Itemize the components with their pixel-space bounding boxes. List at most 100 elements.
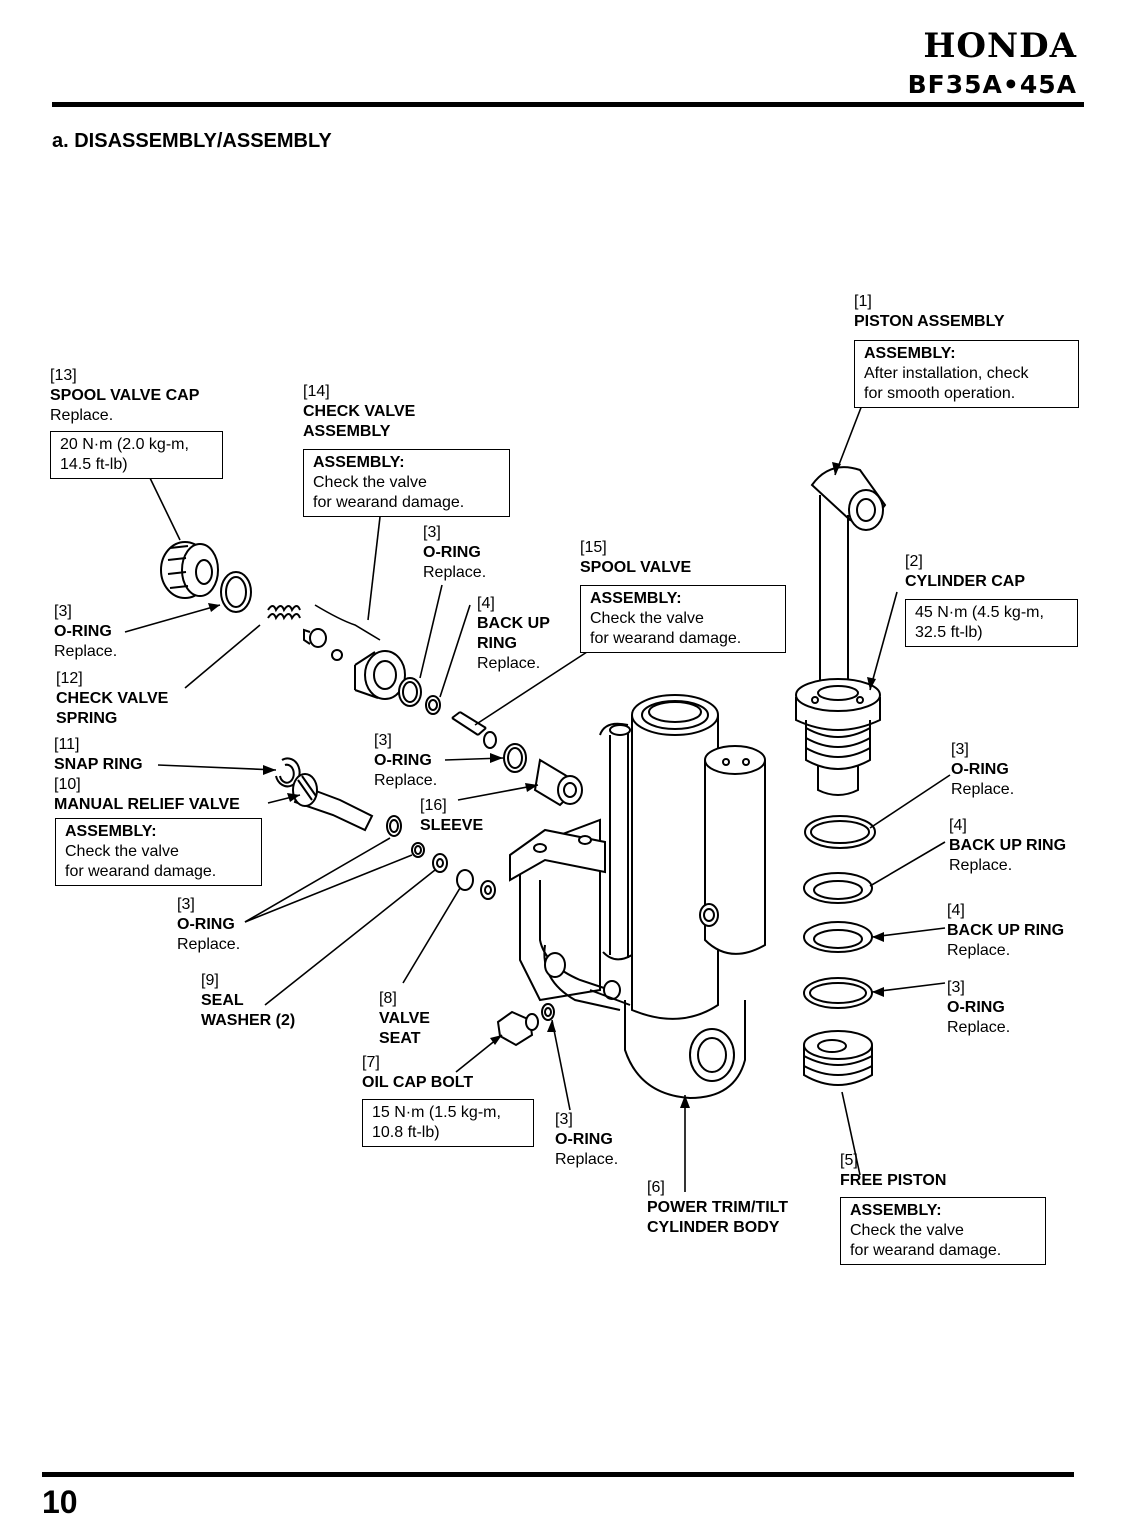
callout-number: [4] bbox=[477, 595, 495, 612]
part-name: WASHER (2) bbox=[201, 1012, 296, 1029]
note-box-piston-assembly: ASSEMBLY: After installation, check for … bbox=[854, 340, 1079, 408]
callout-number: [12] bbox=[56, 670, 83, 687]
torque-box-oil-cap-bolt: 15 N·m (1.5 kg-m, 10.8 ft-lb) bbox=[362, 1099, 534, 1147]
part-name: SPOOL VALVE CAP bbox=[50, 387, 200, 404]
part-name: CYLINDER CAP bbox=[905, 573, 1026, 590]
callout-number: [8] bbox=[379, 990, 397, 1007]
callout-number: [3] bbox=[947, 979, 965, 996]
footer-rule bbox=[42, 1472, 1074, 1477]
replace-note: Replace. bbox=[555, 1151, 619, 1168]
note-line: for wearand damage. bbox=[313, 494, 465, 511]
label-cylinder-body: [6] POWER TRIM/TILT CYLINDER BODY bbox=[647, 1178, 788, 1238]
note-heading: ASSEMBLY: bbox=[850, 1202, 942, 1219]
replace-note: Replace. bbox=[423, 564, 487, 581]
callout-number: [3] bbox=[177, 896, 195, 913]
part-name: OIL CAP BOLT bbox=[362, 1074, 474, 1091]
replace-note: Replace. bbox=[54, 643, 118, 660]
label-valve-seat: [8] VALVE SEAT bbox=[379, 989, 430, 1049]
part-name: POWER TRIM/TILT bbox=[647, 1199, 789, 1216]
note-line: for wearand damage. bbox=[590, 630, 742, 647]
callout-number: [3] bbox=[555, 1111, 573, 1128]
callout-number: [9] bbox=[201, 972, 219, 989]
part-name: SEAL bbox=[201, 992, 244, 1009]
right-ring-stack bbox=[803, 815, 876, 1086]
replace-note: Replace. bbox=[477, 655, 541, 672]
label-back-up-ring-right-1: [4] BACK UP RING Replace. bbox=[949, 816, 1066, 876]
label-spool-valve: [15] SPOOL VALVE bbox=[580, 538, 691, 578]
part-name: O-RING bbox=[374, 752, 432, 769]
torque-line: 10.8 ft-lb) bbox=[372, 1124, 440, 1141]
part-name: O-RING bbox=[555, 1131, 613, 1148]
callout-number: [3] bbox=[951, 741, 969, 758]
label-o-ring-lower-left: [3] O-RING Replace. bbox=[177, 895, 240, 955]
label-piston-assembly: [1] PISTON ASSEMBLY bbox=[854, 292, 1005, 332]
leader-lines bbox=[124, 404, 951, 1192]
part-name: SPOOL VALVE bbox=[580, 559, 692, 576]
cylinder-body-part bbox=[509, 694, 766, 1100]
part-name: VALVE bbox=[379, 1010, 430, 1027]
model-name: BF35A•45A bbox=[907, 70, 1077, 99]
label-o-ring-right-1: [3] O-RING Replace. bbox=[951, 740, 1014, 800]
part-name: O-RING bbox=[423, 544, 481, 561]
torque-box-spool-valve-cap: 20 N·m (2.0 kg-m, 14.5 ft-lb) bbox=[50, 431, 223, 479]
brand-logo-text: HONDA bbox=[923, 26, 1077, 66]
piston-assembly-part bbox=[795, 466, 887, 796]
note-heading: ASSEMBLY: bbox=[65, 823, 157, 840]
label-cylinder-cap: [2] CYLINDER CAP bbox=[905, 552, 1025, 592]
label-o-ring-right-2: [3] O-RING Replace. bbox=[947, 978, 1010, 1038]
callout-number: [4] bbox=[947, 902, 965, 919]
replace-note: Replace. bbox=[177, 936, 241, 953]
part-name: SEAT bbox=[379, 1030, 421, 1047]
callout-number: [16] bbox=[420, 797, 447, 814]
part-name: BACK UP bbox=[477, 615, 550, 632]
callout-number: [3] bbox=[423, 524, 441, 541]
replace-note: Replace. bbox=[50, 407, 114, 424]
note-line: Check the valve bbox=[850, 1222, 964, 1239]
label-o-ring-top: [3] O-RING Replace. bbox=[423, 523, 486, 583]
note-heading: ASSEMBLY: bbox=[590, 590, 682, 607]
replace-note: Replace. bbox=[947, 1019, 1011, 1036]
label-check-valve-spring: [12] CHECK VALVE SPRING bbox=[56, 669, 168, 729]
callout-number: [5] bbox=[840, 1152, 858, 1169]
note-heading: ASSEMBLY: bbox=[313, 454, 405, 471]
label-sleeve: [16] SLEEVE bbox=[420, 796, 483, 836]
part-name: O-RING bbox=[951, 761, 1009, 778]
replace-note: Replace. bbox=[949, 857, 1013, 874]
note-line: for wearand damage. bbox=[65, 863, 217, 880]
torque-box-cylinder-cap: 45 N·m (4.5 kg-m, 32.5 ft-lb) bbox=[905, 599, 1078, 647]
callout-number: [3] bbox=[374, 732, 392, 749]
part-name: RING bbox=[477, 635, 517, 652]
label-snap-ring: [11] SNAP RING bbox=[54, 735, 143, 775]
callout-number: [15] bbox=[580, 539, 607, 556]
part-name: PISTON ASSEMBLY bbox=[854, 313, 1005, 330]
leader-arrowheads bbox=[208, 462, 884, 1108]
part-name: FREE PISTON bbox=[840, 1172, 947, 1189]
replace-note: Replace. bbox=[947, 942, 1011, 959]
page-number: 10 bbox=[42, 1484, 78, 1520]
part-name: O-RING bbox=[54, 623, 112, 640]
part-name: ASSEMBLY bbox=[303, 423, 391, 440]
note-line: Check the valve bbox=[65, 843, 179, 860]
callout-number: [13] bbox=[50, 367, 77, 384]
torque-line: 14.5 ft-lb) bbox=[60, 456, 128, 473]
part-name: CYLINDER BODY bbox=[647, 1219, 780, 1236]
header-rule bbox=[52, 102, 1084, 107]
part-name: SNAP RING bbox=[54, 756, 143, 773]
part-name: CHECK VALVE bbox=[303, 403, 416, 420]
replace-note: Replace. bbox=[374, 772, 438, 789]
part-name: BACK UP RING bbox=[949, 837, 1067, 854]
label-o-ring-bottom: [3] O-RING Replace. bbox=[555, 1110, 618, 1170]
part-name: O-RING bbox=[947, 999, 1005, 1016]
section-title: a. DISASSEMBLY/ASSEMBLY bbox=[52, 130, 332, 152]
callout-number: [1] bbox=[854, 293, 872, 310]
note-line: for smooth operation. bbox=[864, 385, 1016, 402]
note-heading: ASSEMBLY: bbox=[864, 345, 956, 362]
callout-number: [3] bbox=[54, 603, 72, 620]
note-line: After installation, check bbox=[864, 365, 1029, 382]
note-box-free-piston: ASSEMBLY: Check the valve for wearand da… bbox=[840, 1197, 1046, 1265]
part-name: SLEEVE bbox=[420, 817, 484, 834]
torque-line: 15 N·m (1.5 kg-m, bbox=[372, 1104, 501, 1121]
replace-note: Replace. bbox=[951, 781, 1015, 798]
callout-number: [14] bbox=[303, 383, 330, 400]
torque-line: 20 N·m (2.0 kg-m, bbox=[60, 436, 189, 453]
